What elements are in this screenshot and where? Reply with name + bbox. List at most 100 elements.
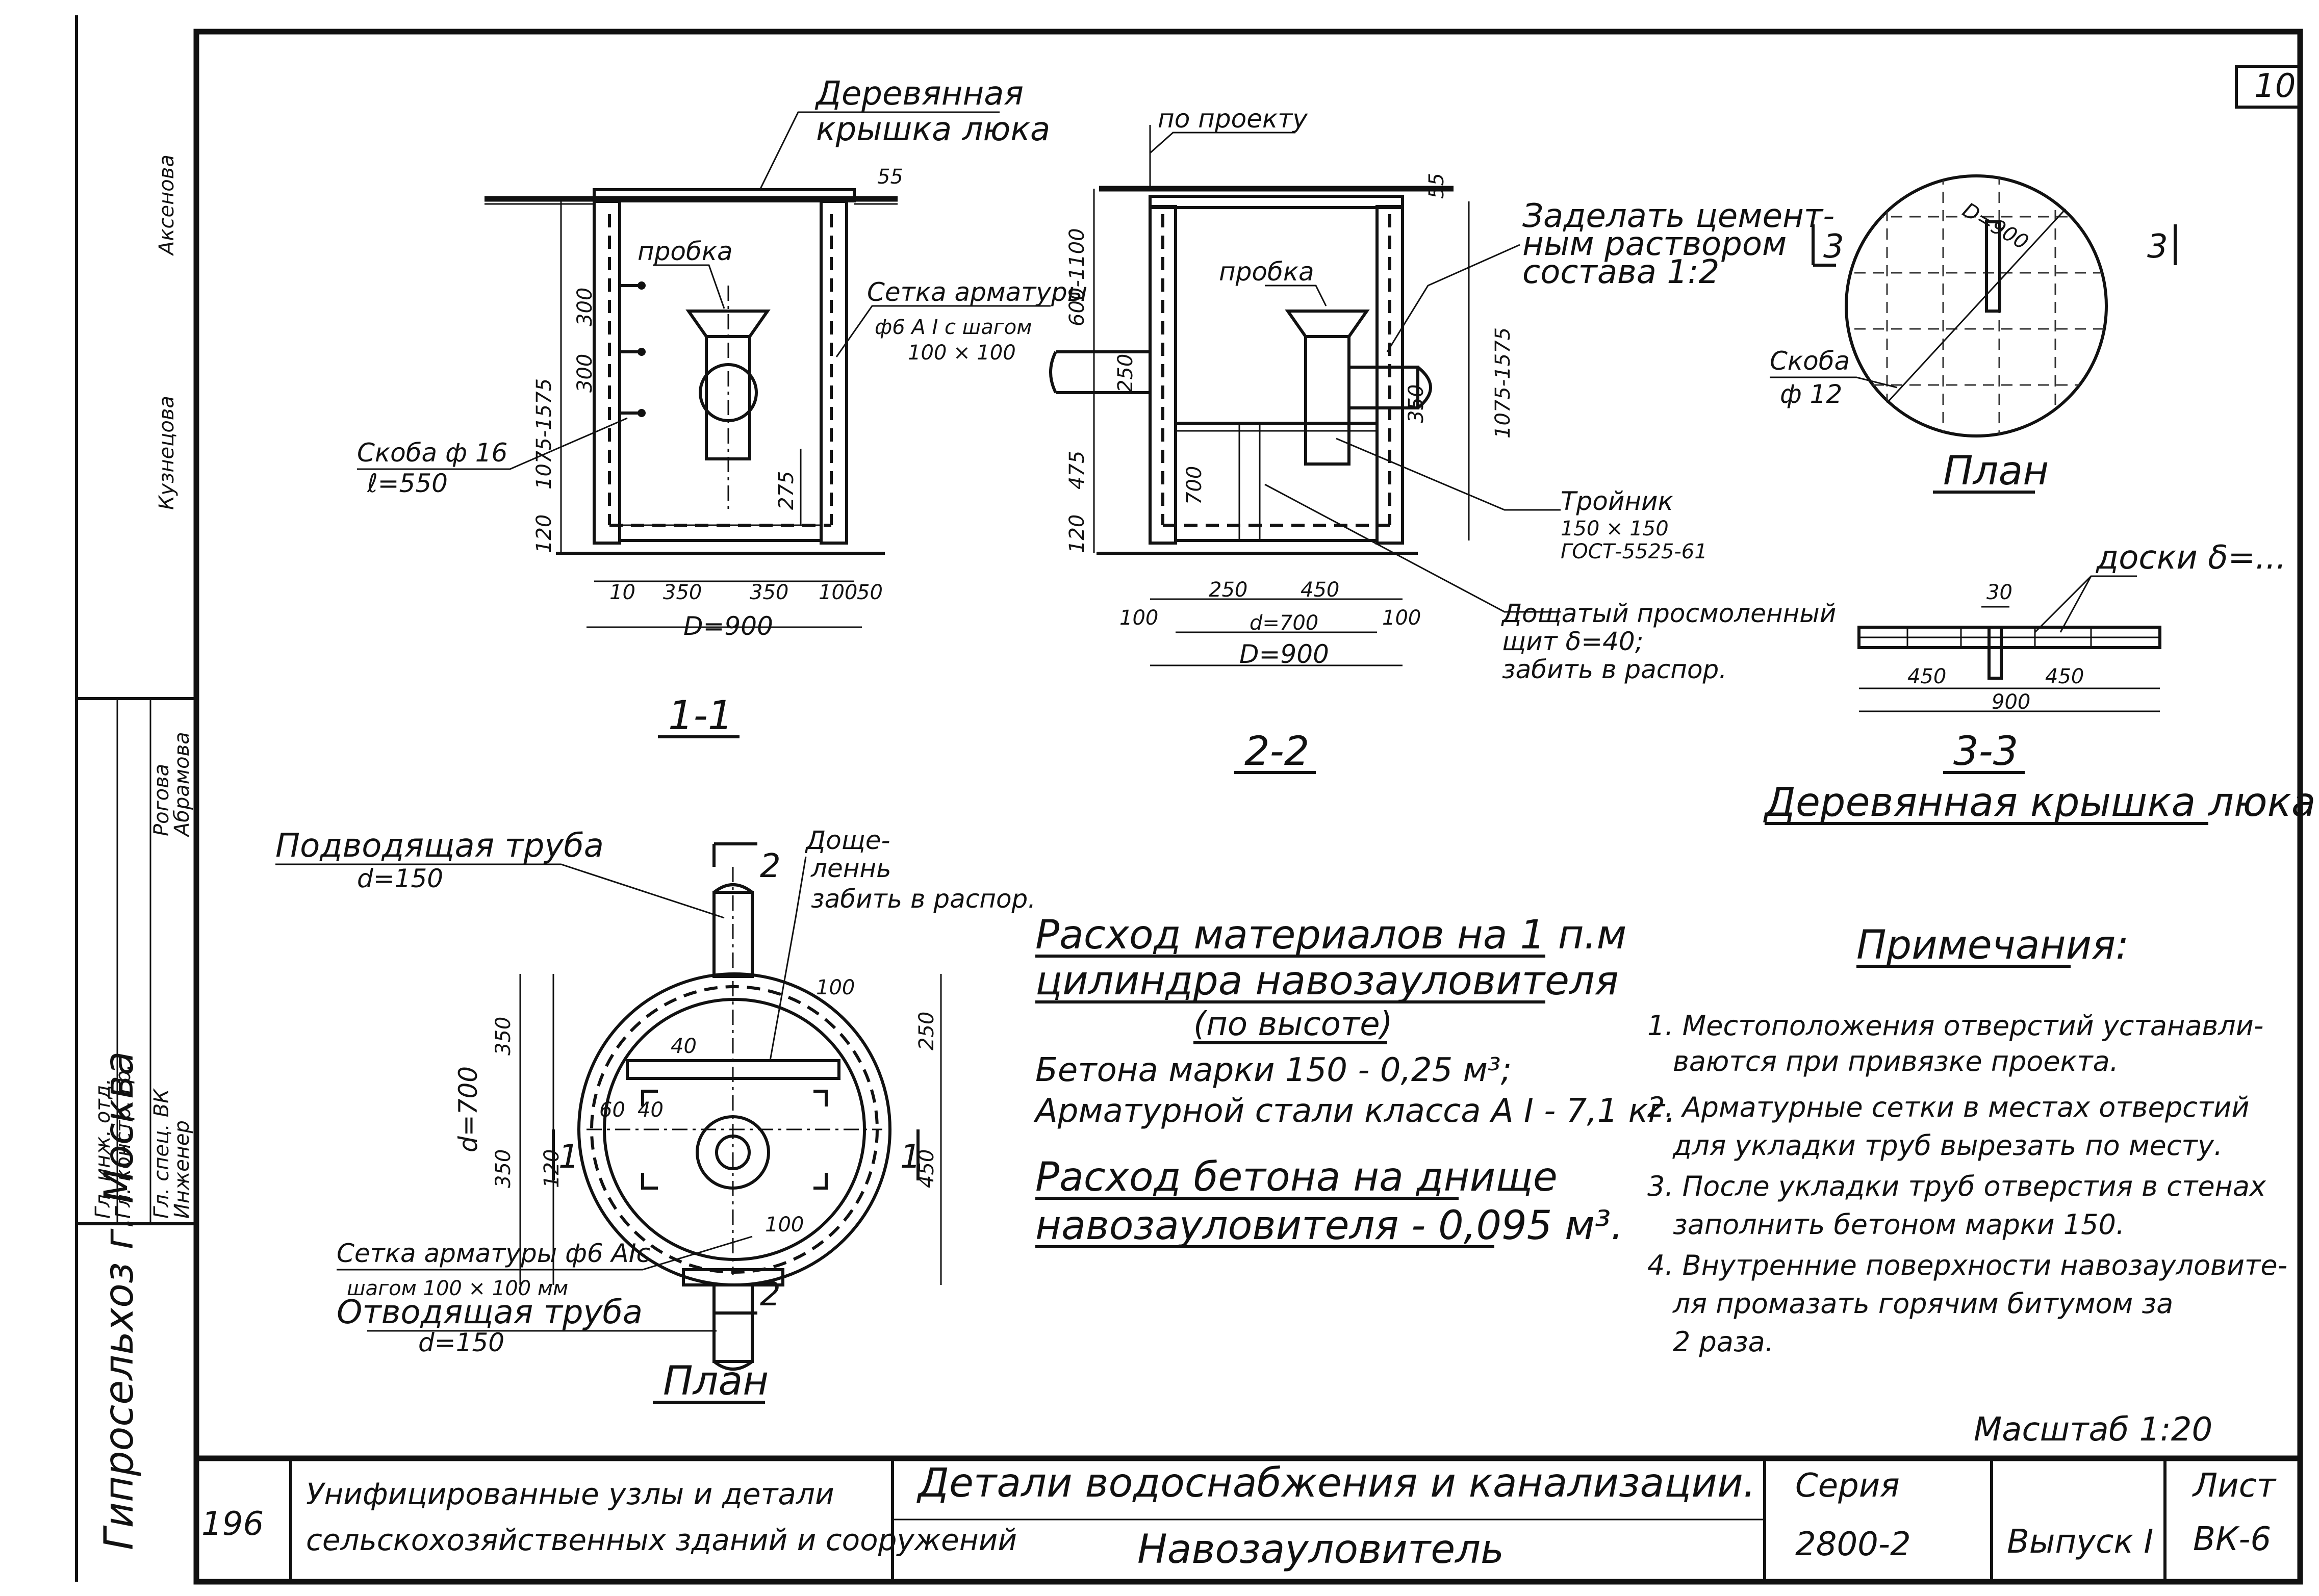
s11-dim-300b: 300 [573, 354, 597, 393]
materials-heading-1: Расход материалов на 1 п.м [1035, 912, 1626, 958]
side-stamp-role-4: Инженер [170, 1120, 194, 1219]
s22-tee-3: ГОСТ-5525-61 [1561, 540, 1708, 563]
plan-dim-40b: 40 [638, 1098, 664, 1122]
s11-lid-label-1: Деревянная [814, 75, 1024, 113]
plan-marker-2-top: 2 [760, 847, 781, 885]
plan-dim-250: 250 [915, 1012, 938, 1050]
s22-dim-120: 120 [1065, 514, 1089, 553]
tb-sheet-label: Лист [2192, 1467, 2277, 1505]
side-stamp-name-1: Рогова [150, 764, 173, 836]
note-2-a: 2. Арматурные сетки в местах отверстий [1647, 1091, 2249, 1123]
plan-dim-d: d=700 [453, 1066, 483, 1152]
s22-dim-250: 250 [1114, 354, 1137, 393]
section-3-3: доски δ=... 30 450 450 900 3-3 Деревянна… [1763, 539, 2316, 826]
tb-series-2: сельскохозяйственных зданий и сооружений [306, 1523, 1017, 1557]
sheet-number-box [2235, 65, 2302, 109]
s11-dim-D: D=900 [683, 611, 773, 641]
s33-dim-30: 30 [1986, 581, 2012, 604]
s22-dim-450: 450 [1301, 578, 1339, 602]
lid-plan-marker-right: 3 [2147, 228, 2168, 266]
note-1-a: 1. Местоположения отверстий устанавли- [1647, 1010, 2263, 1042]
plan-dim-40: 40 [671, 1035, 697, 1058]
lid-plan-diameter: D=900 [1958, 198, 2032, 254]
plan-dim-450: 450 [915, 1149, 938, 1188]
title-block: 196 Унифицированные узлы и детали сельск… [196, 1455, 2300, 1582]
tb-group: Детали водоснабжения и канализации. [916, 1460, 1756, 1506]
s11-dim-55: 55 [877, 165, 903, 189]
s22-title: 2-2 [1244, 729, 1309, 775]
s11-bracket-label-1: Скоба ф 16 [357, 438, 507, 468]
plan-marker-1-left: 1 [558, 1138, 579, 1176]
s22-seal-2: ным раствором [1522, 225, 1787, 263]
s22-dim-350: 350 [1405, 384, 1428, 423]
plan-dim-100a: 100 [816, 976, 855, 999]
s33-boards-label: доски δ=... [2096, 539, 2286, 577]
s22-seal-1: Заделать цемент- [1522, 197, 1834, 235]
plan-dim-60: 60 [599, 1098, 625, 1122]
plan-board-2: леннь [810, 854, 891, 883]
note-4-c: 2 раза. [1673, 1326, 1774, 1358]
s11-dim-350b: 350 [750, 581, 788, 604]
lid-plan-bracket-2: ф 12 [1780, 379, 1842, 409]
s22-dim-475: 475 [1065, 451, 1089, 490]
side-stamp-role-3: Гл. спец. ВК [150, 1088, 173, 1219]
plan-board-3: забить в распор. [811, 884, 1036, 914]
s22-board-2: щит δ=40; [1502, 627, 1644, 656]
tb-issue: Выпуск I [2007, 1523, 2153, 1561]
s11-bracket-label-2: ℓ=550 [367, 469, 448, 498]
s11-dim-100: 100 [819, 581, 857, 604]
tb-series-label: Серия [1795, 1467, 1900, 1505]
s22-dim-d: d=700 [1250, 611, 1318, 635]
lid-plan-bracket-1: Скоба [1770, 346, 1850, 376]
lid-plan-title: План [1943, 448, 2049, 494]
s22-tee-2: 150 × 150 [1561, 517, 1669, 540]
note-3-b: заполнить бетоном марки 150. [1673, 1208, 2125, 1241]
s22-by-design: по проекту [1158, 104, 1308, 134]
s22-dim-D: D=900 [1239, 639, 1329, 669]
tb-series-1: Унифицированные узлы и детали [306, 1477, 834, 1511]
s22-dim-55: 55 [1425, 173, 1448, 199]
side-stamp-role-2: Гл. констр. гр. [112, 1064, 135, 1219]
s22-dim-100a: 100 [1119, 606, 1158, 630]
side-stamp-org: Гипросельхоз г. Москва [96, 1051, 142, 1550]
note-4-a: 4. Внутренние поверхности навозауловите- [1647, 1249, 2287, 1281]
s11-mesh-label-3: 100 × 100 [908, 341, 1016, 365]
s11-mesh-label-1: Сетка арматуры [867, 277, 1087, 307]
materials-bottom-1: Расход бетона на днище [1035, 1154, 1558, 1200]
materials-line-2: Арматурной стали класса А I - 7,1 кг. [1033, 1092, 1675, 1130]
s33-dim-450a: 450 [1907, 665, 1946, 688]
side-stamp-role-1: Гл. инж. отд. [91, 1078, 115, 1219]
tb-name: Навозауловитель [1137, 1527, 1504, 1573]
materials-heading-2: цилиндра навозауловителя [1035, 958, 1619, 1004]
s22-dim-700: 700 [1183, 466, 1206, 505]
plan-outlet-2: d=150 [418, 1328, 504, 1357]
plan-view: 2 2 1 1 Подводящая труба d=150 Доще- лен… [275, 826, 1036, 1404]
plan-dim-120: 120 [540, 1149, 564, 1188]
s11-dim-10: 10 [609, 581, 635, 604]
s22-dim-height: 1075-1575 [1491, 327, 1515, 439]
tb-series-value: 2800-2 [1795, 1526, 1911, 1563]
plan-dim-350a: 350 [492, 1017, 515, 1056]
s33-title: 3-3 [1953, 729, 2018, 775]
s22-tee-1: Тройник [1561, 486, 1673, 516]
side-stamp-name-2: Абрамова [170, 732, 194, 838]
s22-board-3: забить в распор. [1502, 655, 1727, 684]
note-1-b: ваются при привязке проекта. [1673, 1045, 2119, 1077]
s11-title: 1-1 [668, 693, 733, 739]
s11-dim-275: 275 [775, 471, 798, 510]
plan-mesh-2: шагом 100 × 100 мм [347, 1277, 568, 1300]
plan-title: План [663, 1358, 769, 1404]
s22-dim-250w: 250 [1209, 578, 1247, 602]
plan-dim-350b: 350 [492, 1149, 515, 1188]
tb-number: 196 [201, 1505, 264, 1543]
s22-dim-100b: 100 [1382, 606, 1421, 630]
materials-heading-3: (по высоте) [1193, 1006, 1393, 1043]
plan-board-1: Доще- [805, 826, 890, 855]
plan-inlet-2: d=150 [357, 864, 443, 893]
sheet-number-corner: 10 [2254, 67, 2296, 105]
section-2-2: по проекту пробка Заделать цемент- ным р… [1049, 104, 1836, 775]
sheet-frame [193, 29, 2303, 1585]
s11-dim-50: 50 [857, 581, 883, 604]
s11-dim-300a: 300 [573, 288, 597, 326]
